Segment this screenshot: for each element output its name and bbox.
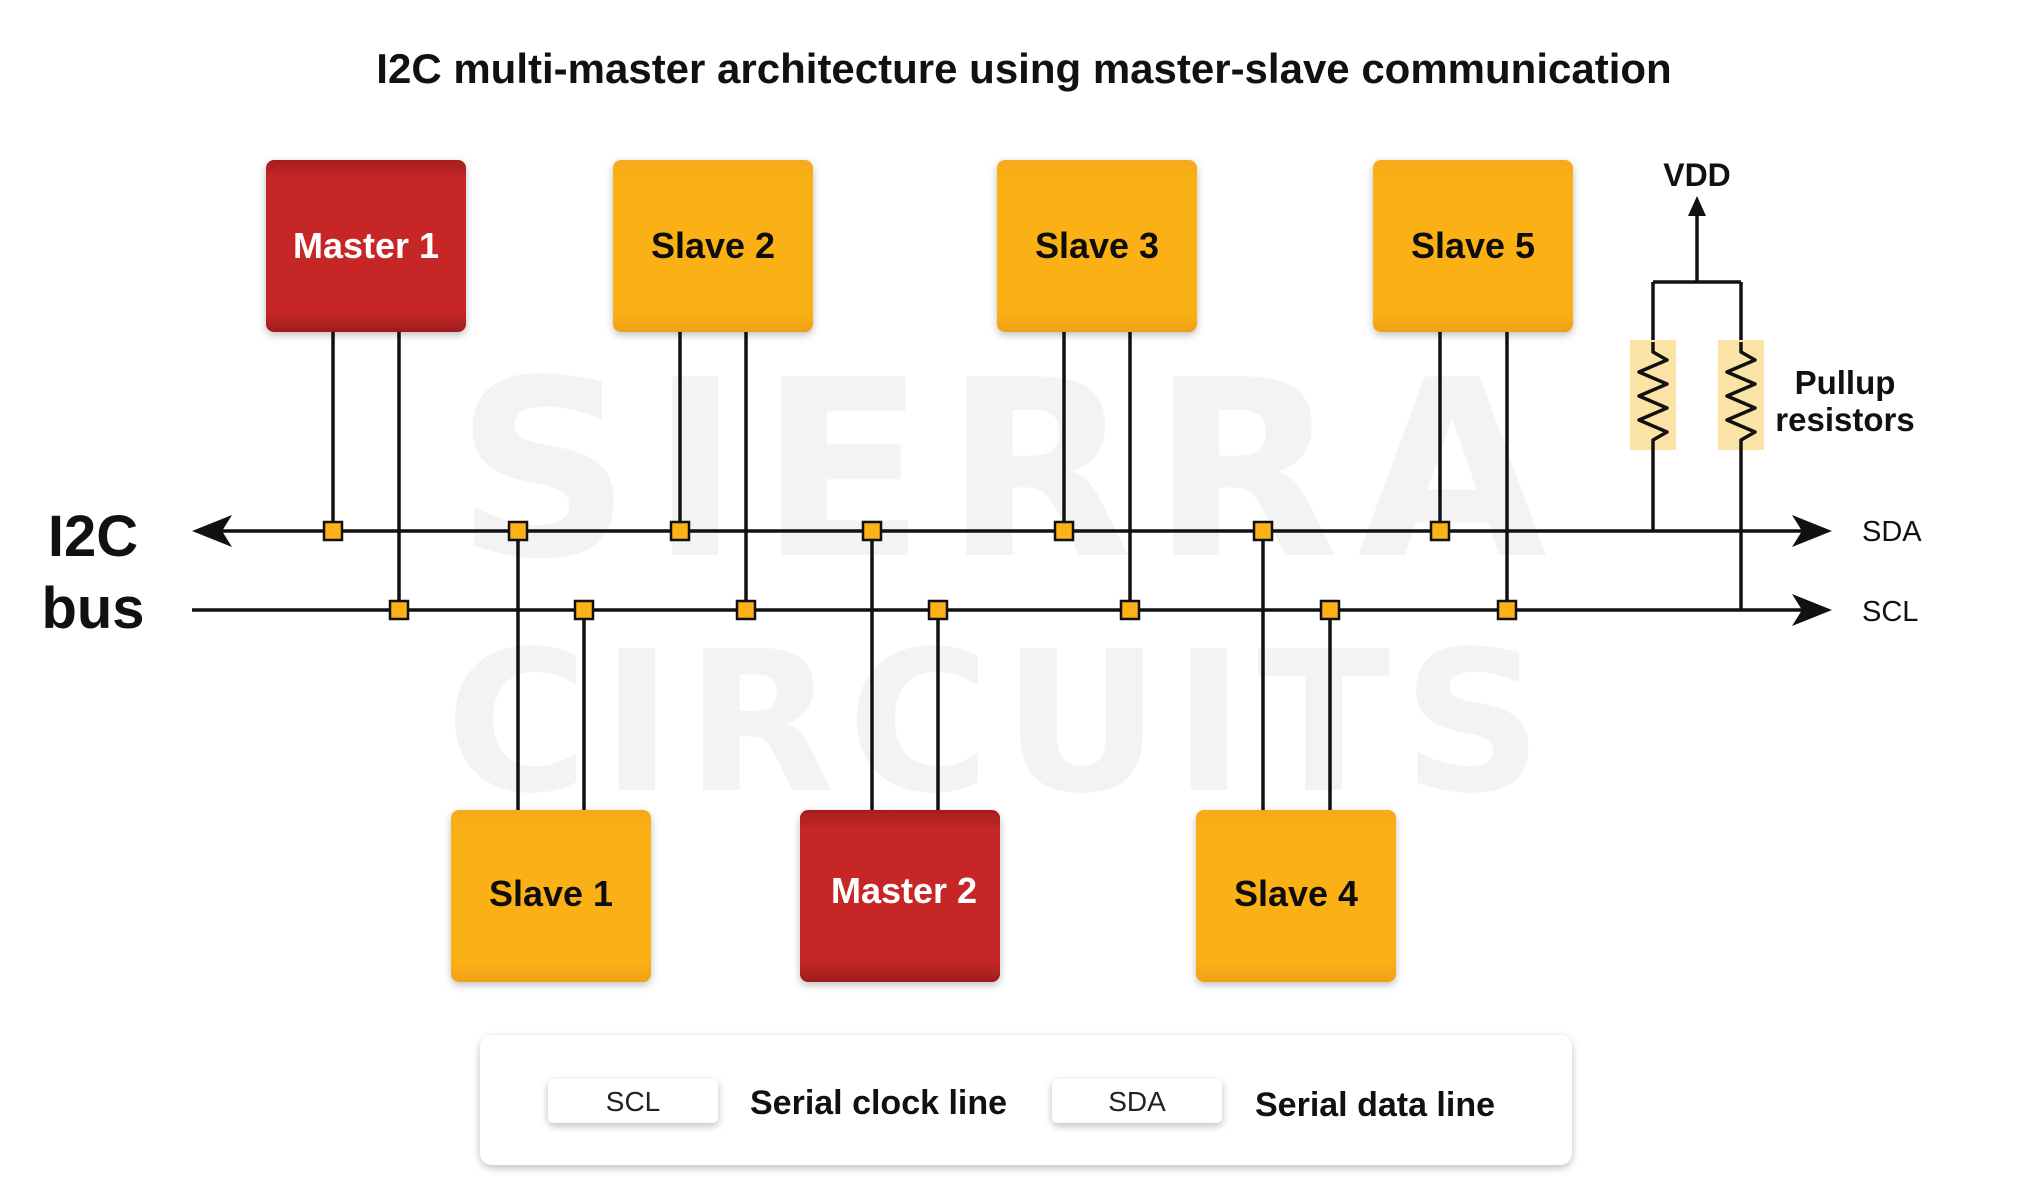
device-slave-5: Slave 5 xyxy=(1373,160,1573,332)
legend-item-scl: SCL Serial clock line xyxy=(548,1079,1007,1123)
junction-sda-master2 xyxy=(861,520,883,542)
junction-sda-master1 xyxy=(322,520,344,542)
junction-scl-slave4 xyxy=(1319,599,1341,621)
junction-scl-slave5 xyxy=(1496,599,1518,621)
device-label: Master 1 xyxy=(293,225,439,266)
device-label: Slave 2 xyxy=(651,225,775,266)
pullup-label-line-2: resistors xyxy=(1775,401,1914,438)
diagram-title: I2C multi-master architecture using mast… xyxy=(376,45,1671,92)
device-label: Slave 4 xyxy=(1234,873,1358,914)
device-label: Slave 5 xyxy=(1411,225,1535,266)
vdd-arrow-icon xyxy=(1688,196,1706,216)
legend-item-sda: SDA Serial data line xyxy=(1052,1079,1495,1124)
sda-line xyxy=(192,515,1832,547)
legend-desc-scl: Serial clock line xyxy=(750,1084,1007,1122)
device-label: Slave 1 xyxy=(489,873,613,914)
pullup-resistor-1 xyxy=(1630,340,1676,450)
junction-scl-slave3 xyxy=(1119,599,1141,621)
vdd-label: VDD xyxy=(1663,157,1731,193)
pullup-label-line-1: Pullup xyxy=(1795,364,1896,401)
junction-scl-master1 xyxy=(388,599,410,621)
bus-label-line-2: bus xyxy=(41,576,144,641)
junction-sda-slave4 xyxy=(1252,520,1274,542)
device-slave-3: Slave 3 xyxy=(997,160,1197,332)
watermark-line-2: CIRCUITS xyxy=(445,609,1554,836)
junction-scl-master2 xyxy=(927,599,949,621)
legend-key-scl: SCL xyxy=(606,1086,660,1117)
junction-scl-slave1 xyxy=(573,599,595,621)
scl-line xyxy=(192,594,1832,626)
pullup-resistor-2 xyxy=(1718,340,1764,450)
connection-lines xyxy=(331,200,1743,812)
legend-key-sda: SDA xyxy=(1108,1086,1166,1117)
junction-scl-slave2 xyxy=(735,599,757,621)
device-label: Master 2 xyxy=(831,870,977,911)
bus-label-line-1: I2C xyxy=(48,504,138,569)
junction-sda-slave5 xyxy=(1429,520,1451,542)
scl-line-label: SCL xyxy=(1862,596,1918,628)
sda-arrow-right-icon xyxy=(1792,515,1832,547)
scl-arrow-right-icon xyxy=(1792,594,1832,626)
bus-junctions xyxy=(322,520,1518,621)
device-slave-4: Slave 4 xyxy=(1196,810,1396,982)
device-master-2: Master 2 xyxy=(800,810,1000,982)
watermark-line-1: SIERRA xyxy=(455,328,1565,613)
legend-desc-sda: Serial data line xyxy=(1255,1086,1495,1124)
junction-sda-slave1 xyxy=(507,520,529,542)
device-master-1: Master 1 xyxy=(266,160,466,332)
junction-sda-slave3 xyxy=(1053,520,1075,542)
device-slave-2: Slave 2 xyxy=(613,160,813,332)
device-label: Slave 3 xyxy=(1035,225,1159,266)
device-slave-1: Slave 1 xyxy=(451,810,651,982)
legend: SCL Serial clock line SDA Serial data li… xyxy=(480,1035,1572,1165)
junction-sda-slave2 xyxy=(669,520,691,542)
sda-line-label: SDA xyxy=(1862,516,1922,548)
sda-arrow-left-icon xyxy=(192,515,232,547)
